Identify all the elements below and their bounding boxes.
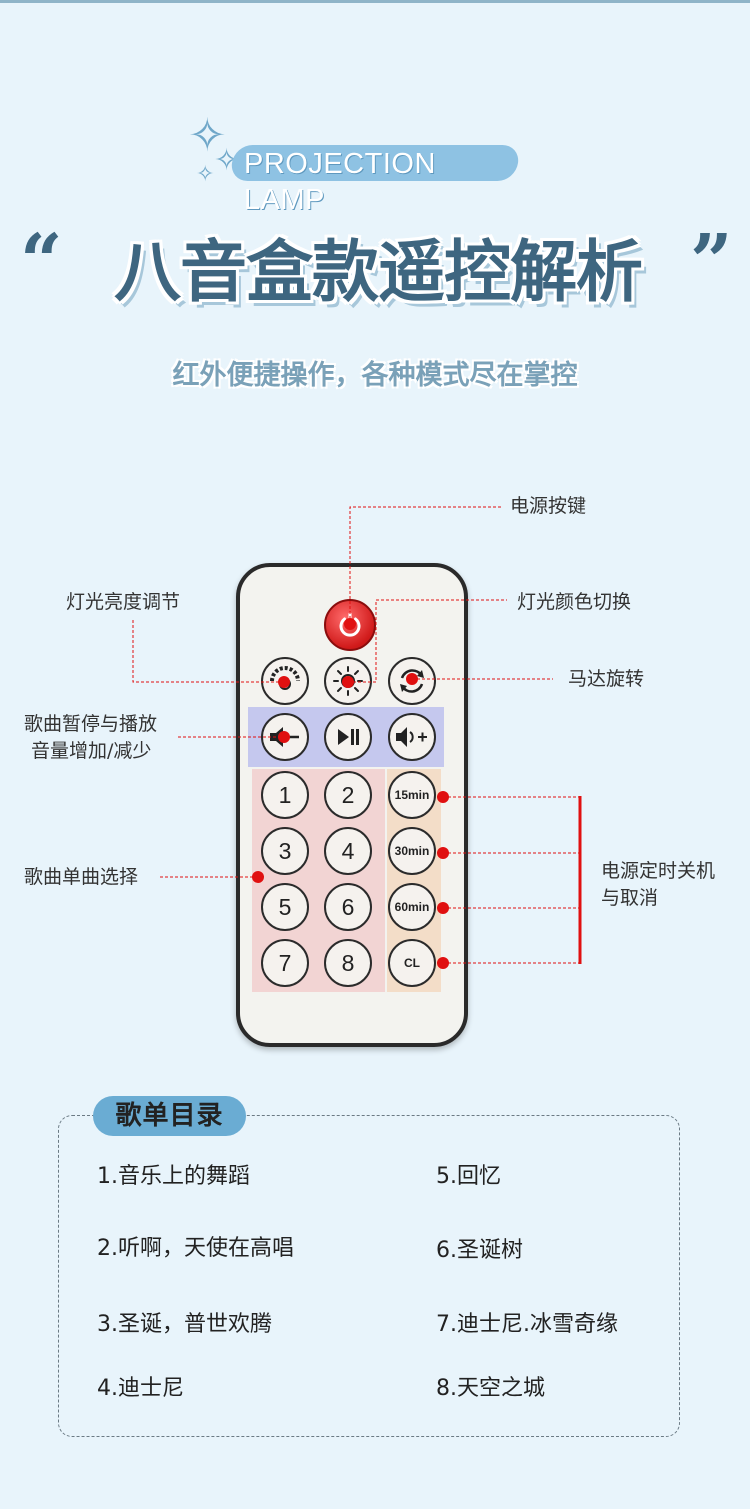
rotate-icon [400,669,424,693]
song-item: 5.回忆 [436,1164,501,1189]
callout-brightness: 灯光亮度调节 [66,591,181,613]
playlist-title: 歌单目录 [93,1096,246,1136]
song-button-1[interactable]: 1 [261,771,309,819]
timer-cancel-button[interactable]: CL [388,939,436,987]
sparkle-icon-small: ✧ [196,162,215,187]
playlist-box [58,1115,680,1437]
song-item: 6.圣诞树 [436,1238,523,1263]
callout-dot-motor [406,673,418,685]
rotate-button[interactable] [388,657,436,705]
song-button-2[interactable]: 2 [324,771,372,819]
play-pause-icon [338,729,359,745]
song-button-6[interactable]: 6 [324,883,372,931]
timer-15min-button[interactable]: 15min [388,771,436,819]
brightness-button[interactable] [261,657,309,705]
callout-dot-power [344,618,356,630]
page-title: 八音盒款遥控解析 [114,233,643,311]
song-button-5[interactable]: 5 [261,883,309,931]
top-border [0,0,750,3]
callout-music-line1: 歌曲暂停与播放 [24,713,158,735]
callout-power: 电源按键 [510,495,587,517]
callout-motor: 马达旋转 [568,668,645,690]
song-item: 3.圣诞，普世欢腾 [97,1312,272,1337]
song-button-8[interactable]: 8 [324,939,372,987]
callout-timer-line1: 电源定时关机 [601,860,716,882]
callout-dot-30min [437,847,449,859]
callout-color: 灯光颜色切换 [517,591,632,613]
sparkle-icon: ✧ [188,108,227,162]
play-pause-button[interactable] [324,713,372,761]
song-button-3[interactable]: 3 [261,827,309,875]
callout-dot-song [252,871,264,883]
song-item: 1.音乐上的舞蹈 [97,1164,250,1189]
timer-30min-button[interactable]: 30min [388,827,436,875]
quote-open: “ [20,219,63,305]
song-button-4[interactable]: 4 [324,827,372,875]
song-item: 7.迪士尼.冰雪奇缘 [436,1312,618,1337]
page-subtitle: 红外便捷操作，各种模式尽在掌控 [172,360,578,391]
song-item: 4.迪士尼 [97,1376,184,1401]
song-button-7[interactable]: 7 [261,939,309,987]
callout-dot-cl [437,957,449,969]
callout-dot-60min [437,902,449,914]
callout-dot-15min [437,791,449,803]
callout-dot-music [278,731,290,743]
callout-music-line2: 音量增加/减少 [31,740,152,762]
volume-up-button[interactable] [388,713,436,761]
callout-lines [132,506,582,964]
callout-timer-line2: 与取消 [601,887,659,909]
song-item: 2.听啊，天使在高唱 [97,1236,294,1261]
song-item: 8.天空之城 [436,1376,545,1401]
volume-up-icon [396,727,427,747]
timer-60min-button[interactable]: 60min [388,883,436,931]
callout-dot-brightness [278,676,290,688]
callout-song-select: 歌曲单曲选择 [24,866,139,888]
quote-close: ” [690,219,733,305]
badge-text: PROJECTION LAMP [244,148,436,216]
callout-dot-color [342,676,354,688]
